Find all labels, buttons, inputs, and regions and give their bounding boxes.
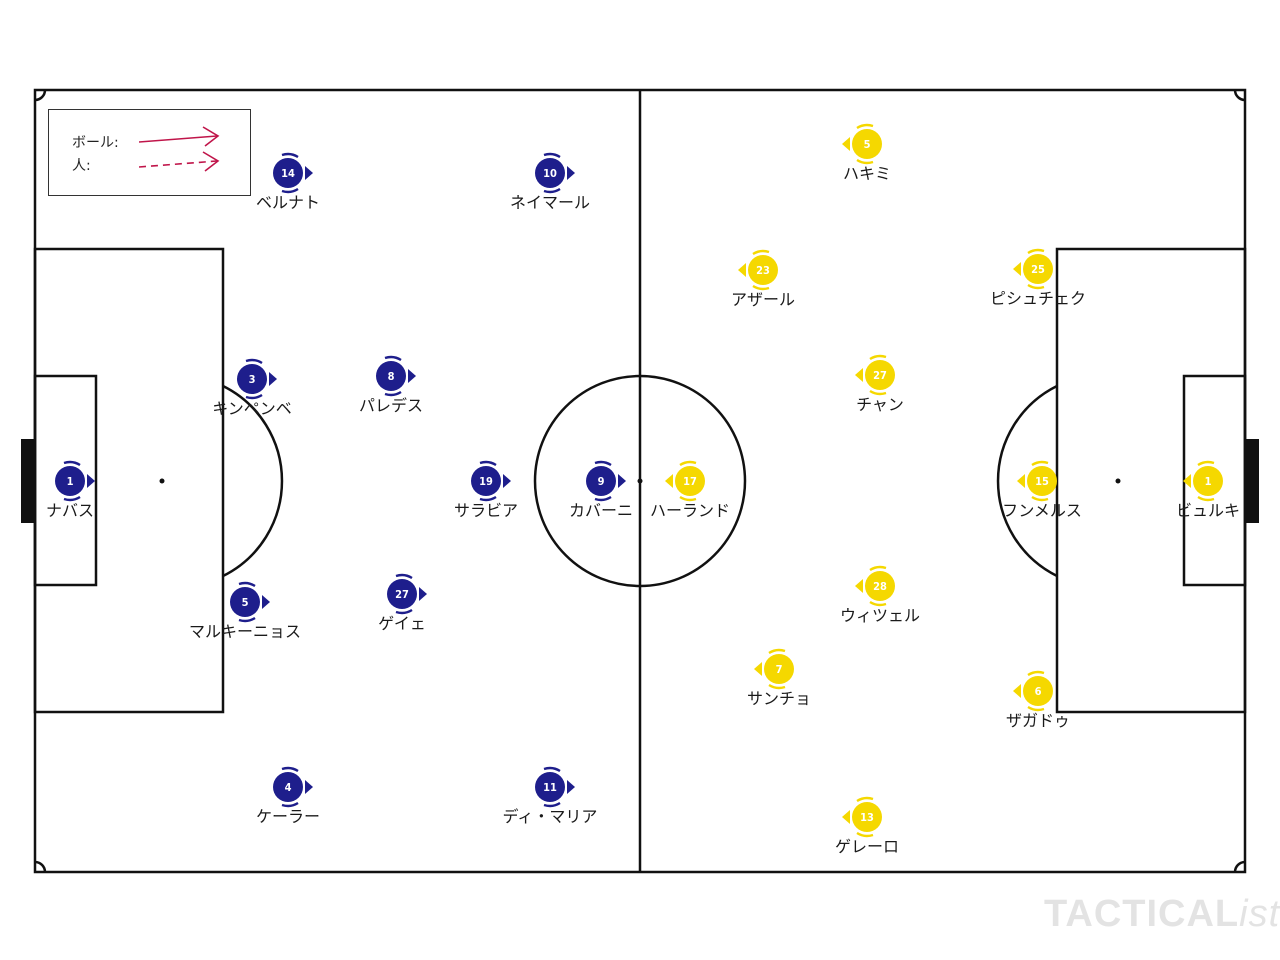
home-player-marker-icon: 9	[586, 460, 626, 502]
ball-arrow-icon	[139, 135, 218, 143]
player-name: パレデス	[358, 396, 423, 415]
legend-arrows	[139, 126, 220, 172]
player-name: ディ・マリア	[502, 807, 598, 826]
player-name: キンペンベ	[212, 399, 292, 418]
player-number: 3	[249, 373, 256, 386]
right-goal	[1245, 439, 1259, 523]
player-number: 7	[776, 663, 783, 676]
away-player-marker-icon: 5	[842, 123, 882, 165]
corner-arc-br	[1233, 860, 1246, 873]
watermark-main: TACTICAL	[1044, 893, 1240, 935]
player-name: ケーラー	[255, 807, 320, 826]
player-number: 5	[242, 596, 249, 609]
player-number: 27	[395, 588, 409, 601]
home-player-marker-icon: 5	[230, 581, 270, 623]
legend-person-label: 人:	[72, 158, 91, 174]
player-number: 15	[1035, 475, 1049, 488]
player-number: 17	[683, 475, 697, 488]
player-number: 23	[756, 264, 770, 277]
player-number: 14	[281, 167, 295, 180]
player-name: ナバス	[45, 501, 94, 520]
away-player-marker-icon: 7	[754, 648, 794, 690]
left-penalty-arc	[222, 384, 284, 578]
corner-arc-tl	[34, 89, 47, 102]
player-name: ゲレーロ	[834, 837, 899, 856]
legend-ball-label: ボール:	[72, 135, 119, 151]
player-name: フンメルス	[1002, 501, 1082, 520]
player-number: 10	[543, 167, 557, 180]
away-player-marker-icon: 28	[855, 565, 895, 607]
player-name: ピシュチェク	[989, 289, 1086, 308]
player-name: ハキミ	[842, 164, 891, 183]
right-penalty-spot	[1115, 478, 1121, 484]
person-arrow-icon	[139, 160, 218, 168]
legend: ボール: 人:	[48, 109, 251, 196]
player-number: 6	[1035, 685, 1042, 698]
player-name: マルキーニョス	[188, 622, 301, 641]
player-number: 11	[543, 781, 557, 794]
home-player-marker-icon: 8	[376, 355, 416, 397]
away-player-marker-icon: 25	[1013, 248, 1053, 290]
player-name: ネイマール	[509, 193, 590, 212]
home-player-marker-icon: 14	[273, 152, 313, 194]
home-player-marker-icon: 1	[55, 460, 95, 502]
away-player-marker-icon: 6	[1013, 670, 1053, 712]
player-name: チャン	[856, 395, 904, 414]
away-player-marker-icon: 27	[855, 354, 895, 396]
left-goal	[21, 439, 35, 523]
player-number: 27	[873, 369, 887, 382]
player-number: 1	[1205, 475, 1212, 488]
player-number: 9	[598, 475, 605, 488]
player-number: 28	[873, 580, 887, 593]
player-name: ゲイェ	[378, 614, 426, 633]
home-player-marker-icon: 19	[471, 460, 511, 502]
player-name: ハーランド	[649, 501, 730, 520]
player-name: ザガドゥ	[1005, 711, 1070, 730]
left-penalty-spot	[159, 478, 165, 484]
corner-arc-bl	[34, 860, 47, 873]
player-number: 1	[67, 475, 74, 488]
center-spot	[637, 478, 643, 484]
home-player-marker-icon: 11	[535, 766, 575, 808]
home-player-marker-icon: 3	[237, 358, 277, 400]
player-number: 4	[285, 781, 292, 794]
player-name: サラビア	[453, 501, 518, 520]
player-name: ビュルキ	[1175, 501, 1240, 520]
away-player-marker-icon: 15	[1017, 460, 1057, 502]
home-player-marker-icon: 10	[535, 152, 575, 194]
player-name: アザール	[730, 290, 795, 309]
player-number: 25	[1031, 263, 1045, 276]
player-name: サンチョ	[746, 689, 811, 708]
home-player-marker-icon: 4	[273, 766, 313, 808]
player-number: 13	[860, 811, 874, 824]
player-name: ベルナト	[255, 193, 320, 212]
player-number: 19	[479, 475, 493, 488]
watermark: TACTICALista	[1044, 893, 1280, 936]
corner-arc-tr	[1233, 89, 1246, 102]
away-player-marker-icon: 13	[842, 796, 882, 838]
player-number: 8	[388, 370, 395, 383]
away-player-marker-icon: 17	[665, 460, 705, 502]
watermark-suffix: ista	[1239, 893, 1280, 935]
right-penalty-arc	[996, 384, 1058, 578]
player-name: ウィツェル	[839, 606, 920, 625]
player-name: カバーニ	[568, 501, 633, 520]
away-player-marker-icon: 1	[1183, 460, 1223, 502]
away-player-marker-icon: 23	[738, 249, 778, 291]
player-number: 5	[864, 138, 871, 151]
ball-arrowhead-icon	[202, 126, 220, 147]
home-player-marker-icon: 27	[387, 573, 427, 615]
center-circle	[533, 374, 747, 588]
person-arrowhead-icon	[202, 151, 220, 172]
